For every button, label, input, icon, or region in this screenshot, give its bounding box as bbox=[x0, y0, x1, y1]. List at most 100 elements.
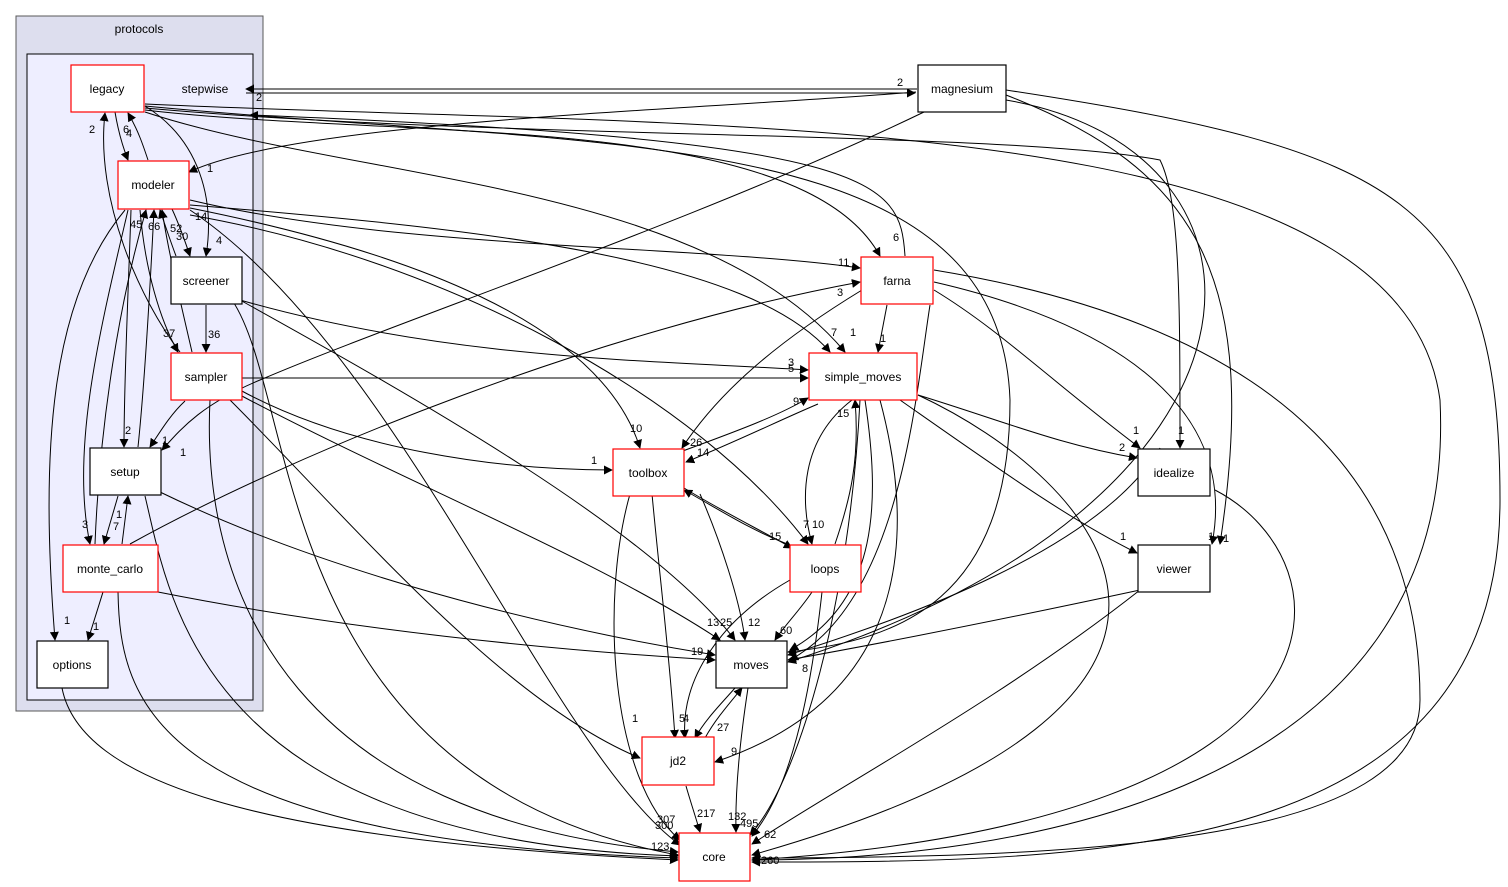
edge-sampler-core bbox=[208, 399, 679, 856]
edge-label: 307 bbox=[657, 814, 675, 826]
edge-monte_carlo-moves bbox=[157, 591, 716, 665]
edge-magnesium-setup bbox=[161, 111, 925, 451]
edge-label: 1 bbox=[850, 327, 856, 339]
edge-label: 7 bbox=[831, 327, 837, 339]
cluster-stepwise-label: stepwise bbox=[182, 82, 229, 96]
node-modeler[interactable]: modeler bbox=[117, 160, 190, 210]
edge-loops-moves bbox=[774, 591, 813, 641]
node-options-box bbox=[36, 640, 109, 689]
node-moves[interactable]: moves bbox=[715, 640, 788, 689]
node-viewer-label: viewer bbox=[1157, 562, 1192, 576]
edge-screener-moves bbox=[239, 299, 736, 641]
node-monte_carlo-label: monte_carlo bbox=[77, 562, 143, 576]
edge-farna-toolbox bbox=[681, 289, 863, 449]
edge-jd2-core bbox=[685, 785, 703, 833]
edge-label: 260 bbox=[761, 855, 779, 867]
edge-toolbox-simple_moves bbox=[679, 397, 809, 453]
edge-modeler-legacy bbox=[127, 112, 149, 161]
edge-label: 10 bbox=[812, 519, 824, 531]
node-options[interactable]: options bbox=[36, 640, 109, 689]
edge-toolbox-loops bbox=[683, 487, 793, 549]
node-sampler-label: sampler bbox=[185, 370, 228, 384]
edge-moves-core bbox=[731, 687, 749, 833]
edge-legacy-idealize bbox=[144, 107, 1185, 449]
node-screener-label: screener bbox=[183, 274, 230, 288]
edge-setup-monte_carlo bbox=[101, 495, 119, 545]
edge-label: 13 bbox=[707, 617, 719, 629]
edge-label: 3 bbox=[82, 519, 88, 531]
edge-label: 12 bbox=[748, 617, 760, 629]
edge-label: 7 bbox=[803, 519, 809, 531]
edge-modeler-farna bbox=[189, 199, 861, 272]
edge-label: 10 bbox=[630, 423, 642, 435]
node-farna[interactable]: farna bbox=[860, 256, 934, 305]
edge-label: 495 bbox=[740, 818, 758, 830]
node-legacy[interactable]: legacy bbox=[70, 64, 145, 113]
node-core[interactable]: core bbox=[678, 832, 751, 882]
edge-modeler-sampler bbox=[139, 209, 179, 353]
node-moves-label: moves bbox=[733, 658, 768, 672]
edge-setup-modeler bbox=[137, 209, 159, 448]
edge-modeler-options bbox=[48, 209, 126, 641]
node-core-box bbox=[678, 832, 751, 882]
node-magnesium-label: magnesium bbox=[931, 82, 993, 96]
edge-label: 25 bbox=[720, 617, 732, 629]
node-sampler[interactable]: sampler bbox=[170, 352, 243, 401]
edge-label: 1 bbox=[1208, 531, 1214, 543]
edge-label: 26 bbox=[690, 437, 702, 449]
edge-jd2-moves bbox=[704, 687, 743, 739]
edge-magnesium-viewer bbox=[1005, 94, 1233, 545]
edge-label: 2 bbox=[125, 425, 131, 437]
edge-label: 1 bbox=[64, 615, 70, 627]
edge-farna-simple_moves bbox=[875, 304, 888, 353]
node-setup[interactable]: setup bbox=[89, 447, 162, 496]
node-setup-label: setup bbox=[110, 465, 140, 479]
edge-screener-simple_moves bbox=[239, 299, 809, 374]
edge-viewer-core bbox=[751, 589, 1141, 845]
edge-legacy-moves bbox=[144, 105, 1011, 656]
node-idealize[interactable]: idealize bbox=[1137, 448, 1211, 497]
edge-farna-moves bbox=[789, 304, 931, 661]
node-sampler-box bbox=[170, 352, 243, 401]
edge-sampler-legacy bbox=[99, 112, 181, 353]
edge-simple_moves-core bbox=[749, 399, 861, 836]
edge-label: 2 bbox=[1119, 442, 1125, 454]
edge-label: 1 bbox=[93, 621, 99, 633]
edge-magnesium-moves bbox=[787, 99, 1206, 664]
node-legacy-box bbox=[70, 64, 145, 113]
node-jd2-label: jd2 bbox=[669, 754, 686, 768]
edge-label: 1 bbox=[116, 509, 122, 521]
edge-toolbox-core bbox=[613, 493, 681, 841]
node-modeler-label: modeler bbox=[131, 178, 174, 192]
edge-legacy-modeler bbox=[114, 111, 130, 161]
cluster-protocols-label: protocols bbox=[115, 22, 164, 36]
node-toolbox-label: toolbox bbox=[629, 466, 668, 480]
node-farna-box bbox=[860, 256, 934, 305]
edge-monte_carlo-options bbox=[86, 591, 104, 641]
edge-label: 9 bbox=[731, 746, 737, 758]
node-viewer[interactable]: viewer bbox=[1137, 544, 1211, 593]
edge-farna-core bbox=[751, 269, 1421, 863]
node-loops[interactable]: loops bbox=[789, 544, 862, 593]
edge-sampler-setup bbox=[149, 400, 186, 448]
node-toolbox[interactable]: toolbox bbox=[612, 448, 685, 497]
node-legacy-label: legacy bbox=[90, 82, 125, 96]
node-simple_moves[interactable]: simple_moves bbox=[808, 352, 918, 401]
node-magnesium[interactable]: magnesium bbox=[917, 64, 1007, 113]
node-farna-label: farna bbox=[883, 274, 911, 288]
node-jd2[interactable]: jd2 bbox=[641, 736, 715, 786]
edge-modeler-simple_moves bbox=[189, 204, 831, 353]
node-magnesium-box bbox=[917, 64, 1007, 113]
edge-loops-core bbox=[751, 591, 823, 837]
edge-label: 2 bbox=[256, 92, 262, 104]
edge-label: 1 bbox=[1178, 425, 1184, 437]
edge-label: 66 bbox=[148, 221, 160, 233]
edge-label: 6 bbox=[893, 232, 899, 244]
edge-farna-stepwise bbox=[249, 110, 906, 257]
node-screener[interactable]: screener bbox=[170, 256, 243, 305]
edge-label: 2 bbox=[897, 77, 903, 89]
edge-legacy-screener bbox=[144, 105, 212, 257]
edge-idealize-core bbox=[751, 489, 1296, 864]
node-monte_carlo[interactable]: monte_carlo bbox=[62, 544, 159, 593]
